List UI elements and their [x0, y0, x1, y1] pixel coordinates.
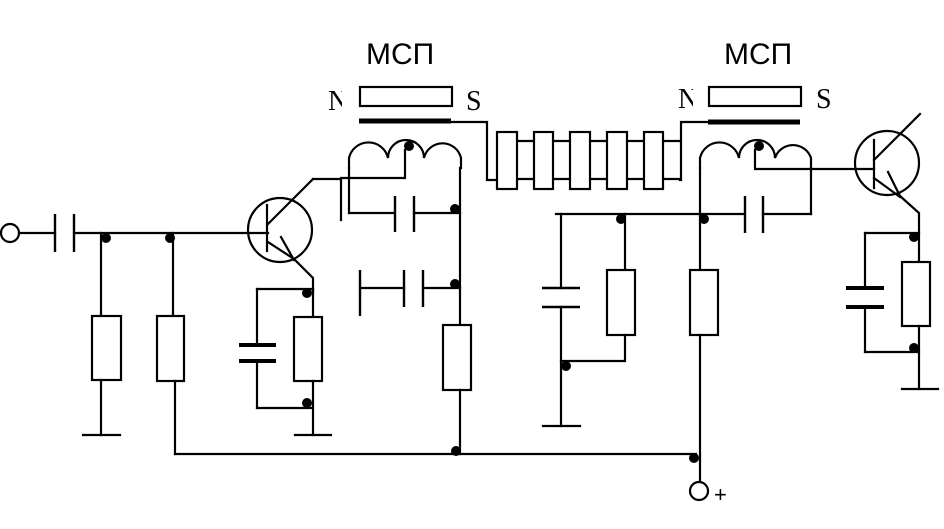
delay-segment: [605, 130, 629, 191]
junction-dot-tap: [754, 141, 764, 151]
delay-segment: [495, 130, 519, 191]
junction-dot: [689, 453, 699, 463]
inductor-l1: [347, 138, 463, 170]
tap-wire-to-q2: [753, 148, 876, 171]
resistor-r7: [900, 260, 932, 328]
msp-label-left: МСП: [366, 38, 434, 71]
wire: [559, 333, 627, 363]
transistor-q1: [246, 177, 315, 294]
input-terminal[interactable]: [0, 222, 21, 244]
inductor-l2: [698, 138, 813, 170]
label-mask: [342, 84, 356, 112]
junction-dot: [616, 214, 626, 224]
emitter-arrow: [886, 170, 902, 198]
magnet-left: [358, 85, 454, 124]
capacitor-c7: [846, 286, 884, 309]
tap-wire: [339, 148, 407, 180]
junction-dot: [450, 279, 460, 289]
capacitor-c5: [743, 196, 765, 233]
capacitor-c2: [239, 343, 276, 363]
magnet-right: [707, 85, 803, 125]
resistor-r5: [605, 268, 637, 337]
msp-label-right: МСП: [724, 38, 792, 71]
delay-segment: [568, 130, 592, 191]
delay-segment: [642, 130, 665, 191]
pole-s-left: S: [466, 86, 482, 117]
junction-dot: [302, 398, 312, 408]
delay-segment: [532, 130, 555, 191]
junction-dot: [101, 233, 111, 243]
delay-line-input-lead: [449, 120, 502, 182]
collector-wire: [311, 177, 343, 222]
junction-dot: [450, 204, 460, 214]
collector-lead: [872, 112, 922, 162]
capacitor-c1: [53, 214, 76, 252]
emitter-wire: [292, 257, 315, 294]
emitter-wire: [898, 194, 921, 264]
junction-dot: [909, 343, 919, 353]
resistor-r3: [292, 315, 324, 383]
delay-line: [449, 120, 710, 191]
capacitor-c4: [358, 270, 462, 316]
supply-plus-label: +: [714, 482, 727, 507]
emitter-lead: [872, 176, 902, 199]
transistor-q2: [853, 112, 922, 264]
magnet-bar: [707, 85, 803, 108]
resistor-r6: [688, 268, 720, 337]
magnet-bar: [358, 85, 454, 108]
emitter-lead: [266, 240, 296, 261]
junction-dot: [302, 288, 312, 298]
resistor-r2: [155, 314, 186, 383]
resistor-r1: [90, 314, 123, 382]
collector-lead: [266, 177, 315, 226]
junction-dot: [699, 214, 709, 224]
resistor-r4: [441, 323, 473, 392]
supply-terminal[interactable]: [688, 480, 710, 502]
pole-s-right: S: [816, 84, 832, 115]
capacitor-c6: [542, 286, 580, 309]
emitter-arrow: [279, 235, 296, 262]
capacitor-c3: [393, 196, 416, 232]
junction-dot: [451, 446, 461, 456]
junction-dot-tap: [404, 141, 414, 151]
label-mask: [693, 84, 707, 112]
junction-dot: [561, 361, 571, 371]
junction-dot: [909, 232, 919, 242]
